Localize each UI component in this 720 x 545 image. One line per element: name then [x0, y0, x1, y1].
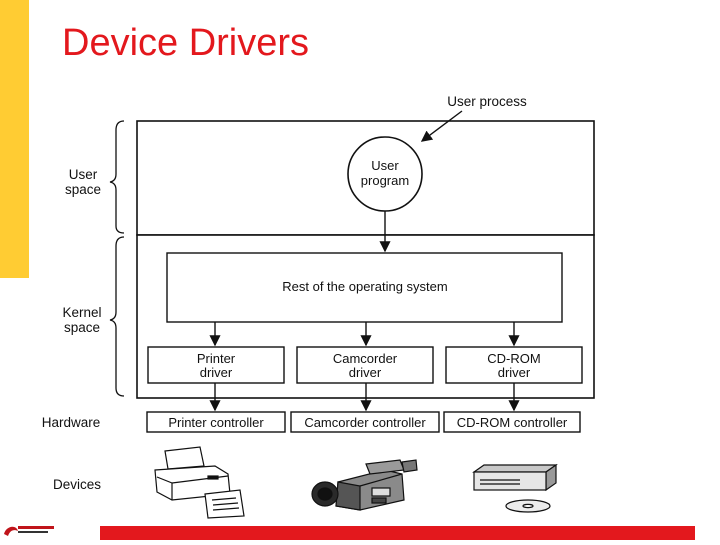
printer-controller-box — [146, 411, 286, 433]
printer-driver-label-line2: driver — [200, 365, 233, 380]
cdrom-drive-icon — [472, 463, 558, 513]
camcorder-driver-label-line2: driver — [349, 365, 382, 380]
user-process-arrow — [420, 110, 463, 142]
user-space-label-line1: User — [69, 167, 98, 182]
user-space-brace — [109, 120, 125, 234]
camcorder-controller-label: Camcorder controller — [304, 415, 426, 430]
camcorder-icon — [311, 459, 418, 511]
kernel-space-label-line1: Kernel — [62, 305, 101, 320]
kernel-space-brace — [109, 236, 125, 397]
hardware-label: Hardware — [42, 415, 101, 430]
camcorder-controller-box — [290, 411, 440, 433]
os-label: Rest of the operating system — [282, 279, 447, 294]
cdrom-controller-label: CD-ROM controller — [457, 415, 568, 430]
user-program-label-line2: program — [361, 173, 409, 188]
os-box — [166, 252, 563, 323]
user-program-label-line1: User — [371, 158, 399, 173]
kernel-space-label-line2: space — [64, 320, 100, 335]
printer-icon — [154, 446, 245, 519]
printer-controller-label: Printer controller — [168, 415, 264, 430]
cdrom-driver-label-line2: driver — [498, 365, 531, 380]
printer-driver-box — [147, 346, 285, 384]
bottom-accent-bar — [100, 526, 695, 540]
user-space-label-line2: space — [65, 182, 101, 197]
camcorder-driver-box — [296, 346, 434, 384]
camcorder-driver-label-line1: Camcorder — [333, 351, 398, 366]
cdrom-driver-label-line1: CD-ROM — [487, 351, 540, 366]
printer-driver-label-line1: Printer — [197, 351, 236, 366]
side-accent-bar — [0, 0, 29, 278]
cdrom-controller-box — [443, 411, 581, 433]
slide-title: Device Drivers — [62, 22, 310, 64]
cdrom-driver-box — [445, 346, 583, 384]
devices-label: Devices — [53, 477, 101, 492]
organization-logo — [0, 520, 60, 540]
user-process-label: User process — [447, 94, 527, 109]
